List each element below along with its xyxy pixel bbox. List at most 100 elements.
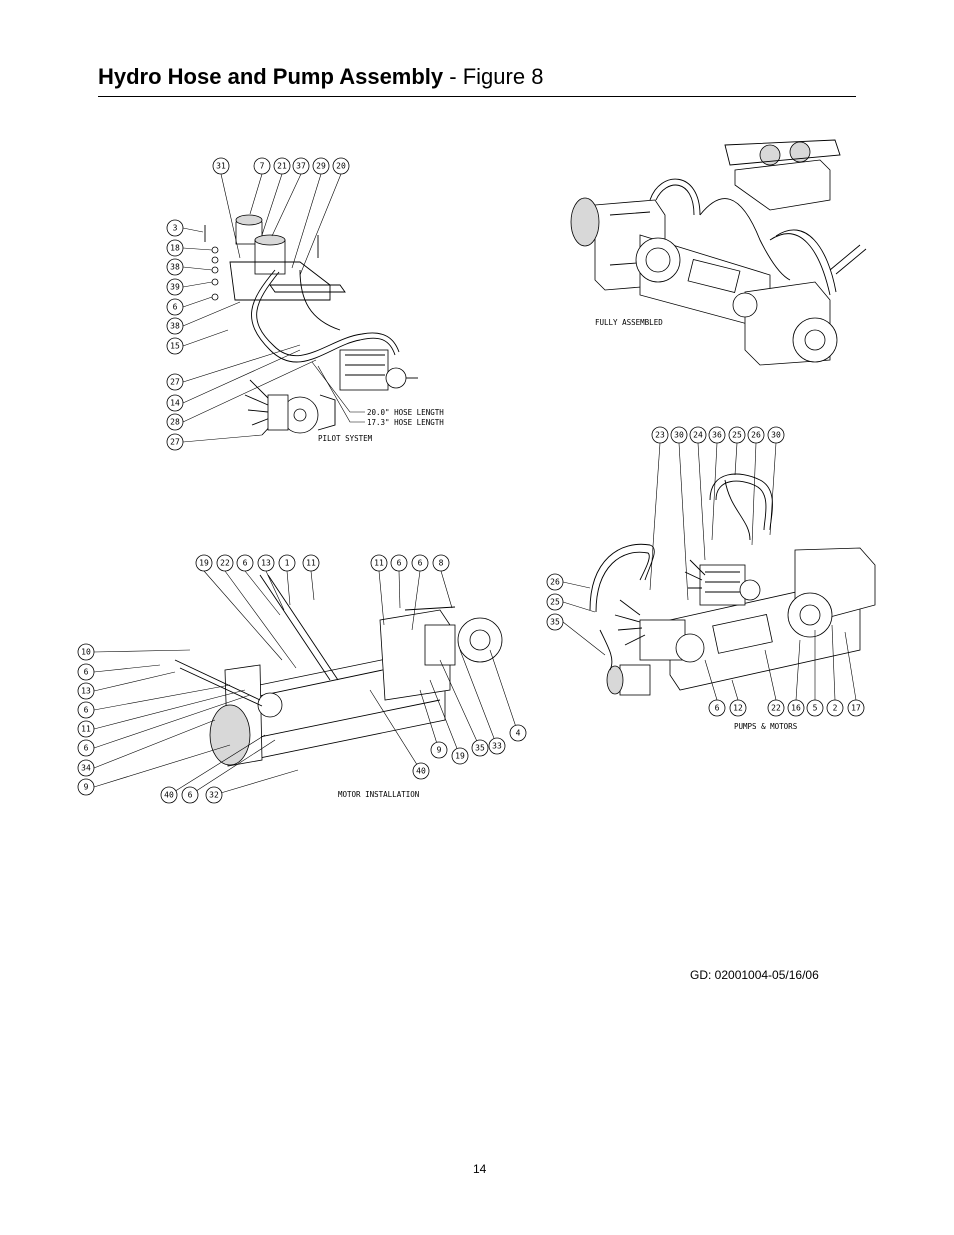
callout-9: 9 xyxy=(77,778,95,796)
title-rule xyxy=(98,96,856,97)
callout-9b: 9 xyxy=(430,741,448,759)
caption-pilot-system: PILOT SYSTEM xyxy=(318,434,373,443)
callout-20: 20 xyxy=(332,157,350,175)
callout-37: 37 xyxy=(292,157,310,175)
svg-text:35: 35 xyxy=(475,744,485,753)
pilot-leader-lines xyxy=(182,173,365,443)
svg-text:3: 3 xyxy=(173,224,178,233)
callout-19: 19 xyxy=(195,554,213,572)
callout-11b: 11 xyxy=(370,554,388,572)
callout-33: 33 xyxy=(488,737,506,755)
callout-22: 22 xyxy=(216,554,234,572)
fully-assembled-drawing xyxy=(570,139,867,366)
svg-text:32: 32 xyxy=(209,791,219,800)
pumps-leader-lines xyxy=(562,442,857,701)
callout-3: 3 xyxy=(166,219,184,237)
svg-text:22: 22 xyxy=(220,559,230,568)
callout-6: 6 xyxy=(166,298,184,316)
svg-text:23: 23 xyxy=(655,431,665,440)
svg-text:35: 35 xyxy=(550,618,560,627)
svg-text:6: 6 xyxy=(84,668,89,677)
svg-text:33: 33 xyxy=(492,742,502,751)
svg-text:11: 11 xyxy=(374,559,384,568)
callout-26b: 26 xyxy=(546,573,564,591)
svg-text:31: 31 xyxy=(216,162,226,171)
page-title: Hydro Hose and Pump Assembly - Figure 8 xyxy=(98,64,543,90)
svg-text:40: 40 xyxy=(416,767,426,776)
callout-19b: 19 xyxy=(451,747,469,765)
callout-14: 14 xyxy=(166,394,184,412)
callout-21: 21 xyxy=(273,157,291,175)
callout-24: 24 xyxy=(689,426,707,444)
svg-text:20: 20 xyxy=(336,162,346,171)
svg-text:1: 1 xyxy=(285,559,290,568)
callout-40b: 40 xyxy=(412,762,430,780)
svg-text:6: 6 xyxy=(84,706,89,715)
svg-text:9: 9 xyxy=(437,746,442,755)
svg-text:6: 6 xyxy=(418,559,423,568)
callout-13: 13 xyxy=(257,554,275,572)
callout-22: 22 xyxy=(767,699,785,717)
pilot-system-drawing xyxy=(204,214,418,436)
svg-text:17: 17 xyxy=(851,704,861,713)
svg-text:6: 6 xyxy=(715,704,720,713)
motor-leader-lines xyxy=(93,570,519,796)
svg-text:27: 27 xyxy=(170,378,180,387)
svg-text:6: 6 xyxy=(397,559,402,568)
callout-18: 18 xyxy=(166,239,184,257)
svg-text:37: 37 xyxy=(296,162,306,171)
svg-text:24: 24 xyxy=(693,431,703,440)
caption-hose-20: 20.0" HOSE LENGTH xyxy=(367,408,444,417)
callout-38b: 38 xyxy=(166,317,184,335)
svg-text:26: 26 xyxy=(550,578,560,587)
svg-text:6: 6 xyxy=(84,744,89,753)
callout-25b: 25 xyxy=(546,593,564,611)
callout-7: 7 xyxy=(253,157,271,175)
callout-17: 17 xyxy=(847,699,865,717)
svg-text:13: 13 xyxy=(261,559,271,568)
caption-pumps-motors: PUMPS & MOTORS xyxy=(734,722,798,731)
callout-8: 8 xyxy=(432,554,450,572)
svg-text:34: 34 xyxy=(81,764,91,773)
svg-text:26: 26 xyxy=(751,431,761,440)
svg-text:29: 29 xyxy=(316,162,326,171)
pumps-callouts: 23 30 24 36 25 26 30 26 25 35 6 12 22 16… xyxy=(546,426,865,717)
caption-fully-assembled: FULLY ASSEMBLED xyxy=(595,318,663,327)
callout-10: 10 xyxy=(77,643,95,661)
svg-text:19: 19 xyxy=(455,752,465,761)
svg-text:38: 38 xyxy=(170,322,180,331)
callout-6e: 6 xyxy=(77,701,95,719)
callout-35: 35 xyxy=(546,613,564,631)
svg-text:11: 11 xyxy=(306,559,316,568)
svg-text:21: 21 xyxy=(277,162,287,171)
svg-text:9: 9 xyxy=(84,783,89,792)
callout-25: 25 xyxy=(728,426,746,444)
title-bold: Hydro Hose and Pump Assembly xyxy=(98,64,444,89)
svg-text:30: 30 xyxy=(771,431,781,440)
callout-5: 5 xyxy=(806,699,824,717)
callout-6g: 6 xyxy=(181,786,199,804)
callout-12: 12 xyxy=(729,699,747,717)
callout-30: 30 xyxy=(670,426,688,444)
svg-text:14: 14 xyxy=(170,399,180,408)
svg-text:15: 15 xyxy=(170,342,180,351)
callout-6d: 6 xyxy=(77,663,95,681)
motor-callouts: 19 22 6 13 1 11 11 6 6 8 10 6 13 6 11 6 … xyxy=(77,554,527,804)
svg-text:8: 8 xyxy=(439,559,444,568)
svg-text:19: 19 xyxy=(199,559,209,568)
callout-27: 27 xyxy=(166,373,184,391)
callout-34: 34 xyxy=(77,759,95,777)
callout-6b: 6 xyxy=(390,554,408,572)
callout-29: 29 xyxy=(312,157,330,175)
title-rest: - Figure 8 xyxy=(443,64,544,89)
svg-text:10: 10 xyxy=(81,648,91,657)
callout-6f: 6 xyxy=(77,739,95,757)
svg-text:18: 18 xyxy=(170,244,180,253)
svg-text:16: 16 xyxy=(791,704,801,713)
callout-13b: 13 xyxy=(77,682,95,700)
svg-text:38: 38 xyxy=(170,263,180,272)
callout-23: 23 xyxy=(651,426,669,444)
svg-text:7: 7 xyxy=(260,162,265,171)
svg-text:6: 6 xyxy=(173,303,178,312)
